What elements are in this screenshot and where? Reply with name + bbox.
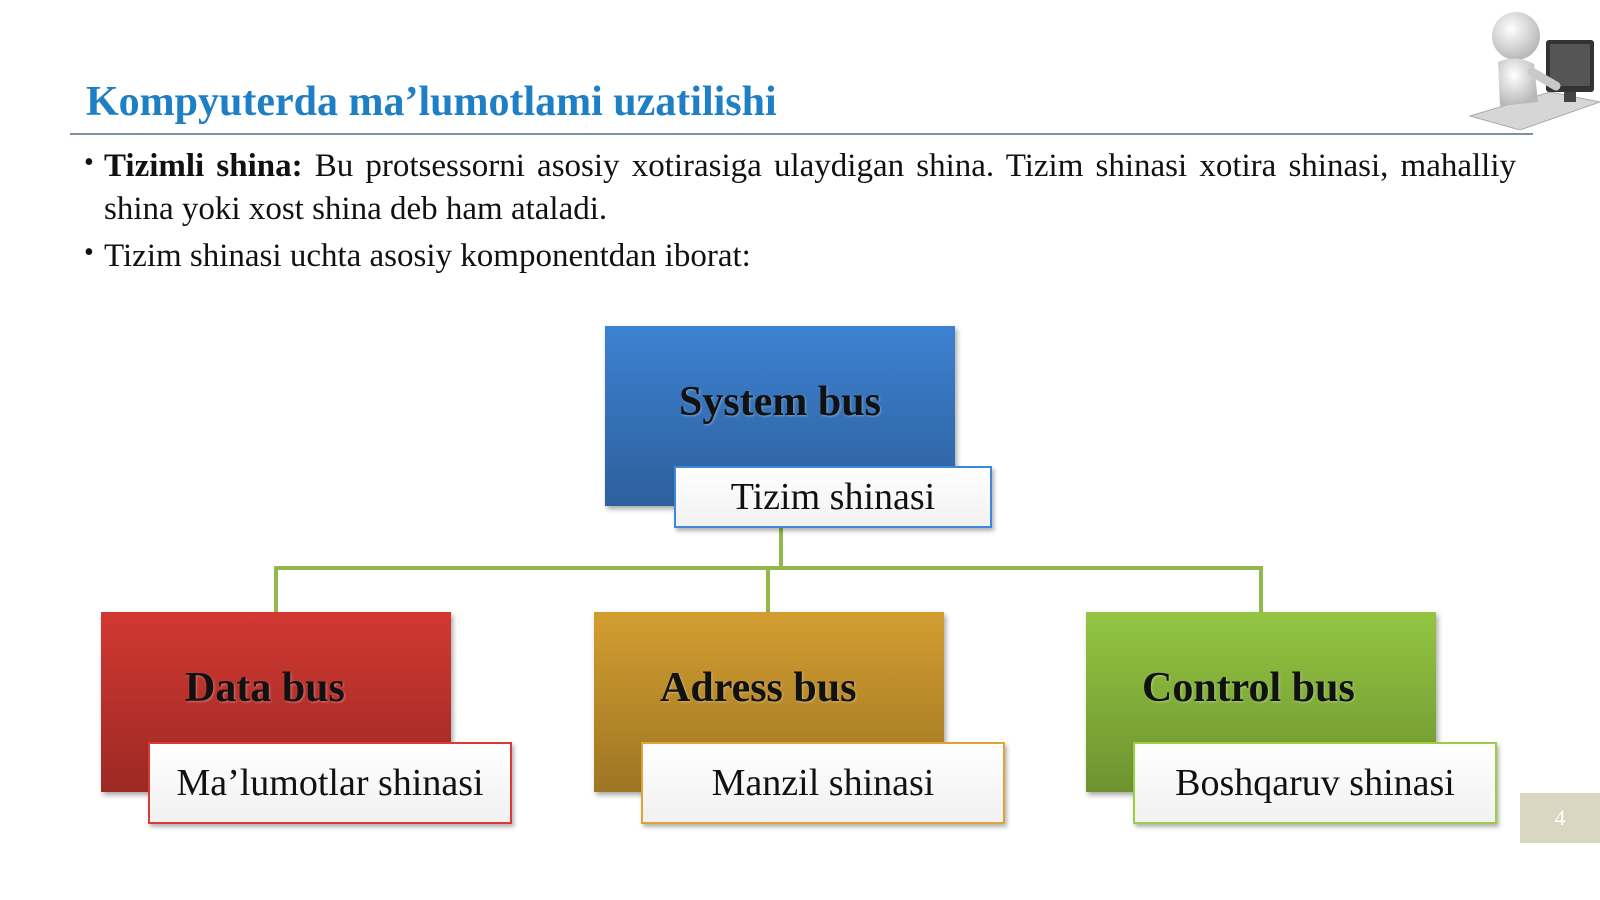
bullet-text: Tizim shinasi uchta asosiy komponentdan … [104, 238, 751, 274]
connector-root-stem [779, 528, 783, 568]
connector-data-stem [274, 566, 278, 612]
page-number: 4 [1520, 793, 1600, 843]
data-bus-sublabel: Ma’lumotlar shinasi [148, 742, 512, 824]
connector-control-stem [1259, 566, 1263, 612]
bullet-list: Tizimli shina: Bu protsessorni asosiy xo… [84, 141, 1516, 282]
system-bus-label: System bus [679, 379, 881, 425]
title-divider [70, 133, 1533, 135]
bullet-item: Tizimli shina: Bu protsessorni asosiy xo… [84, 141, 1516, 231]
system-bus-sublabel: Tizim shinasi [674, 466, 992, 528]
bullet-term: Tizimli shina: [104, 148, 303, 184]
bullet-item: Tizim shinasi uchta asosiy komponentdan … [84, 231, 1516, 278]
person-computer-icon [1468, 12, 1600, 130]
data-bus-label: Data bus [185, 665, 345, 711]
bullet-text: Bu protsessorni asosiy xotirasiga ulaydi… [104, 148, 1516, 227]
address-bus-sublabel: Manzil shinasi [641, 742, 1005, 824]
slide-title: Kompyuterda ma’lumotlami uzatilishi [86, 79, 777, 125]
address-bus-label: Adress bus [660, 665, 857, 711]
control-bus-label: Control bus [1142, 665, 1355, 711]
control-bus-sublabel: Boshqaruv shinasi [1133, 742, 1497, 824]
connector-address-stem [766, 566, 770, 612]
